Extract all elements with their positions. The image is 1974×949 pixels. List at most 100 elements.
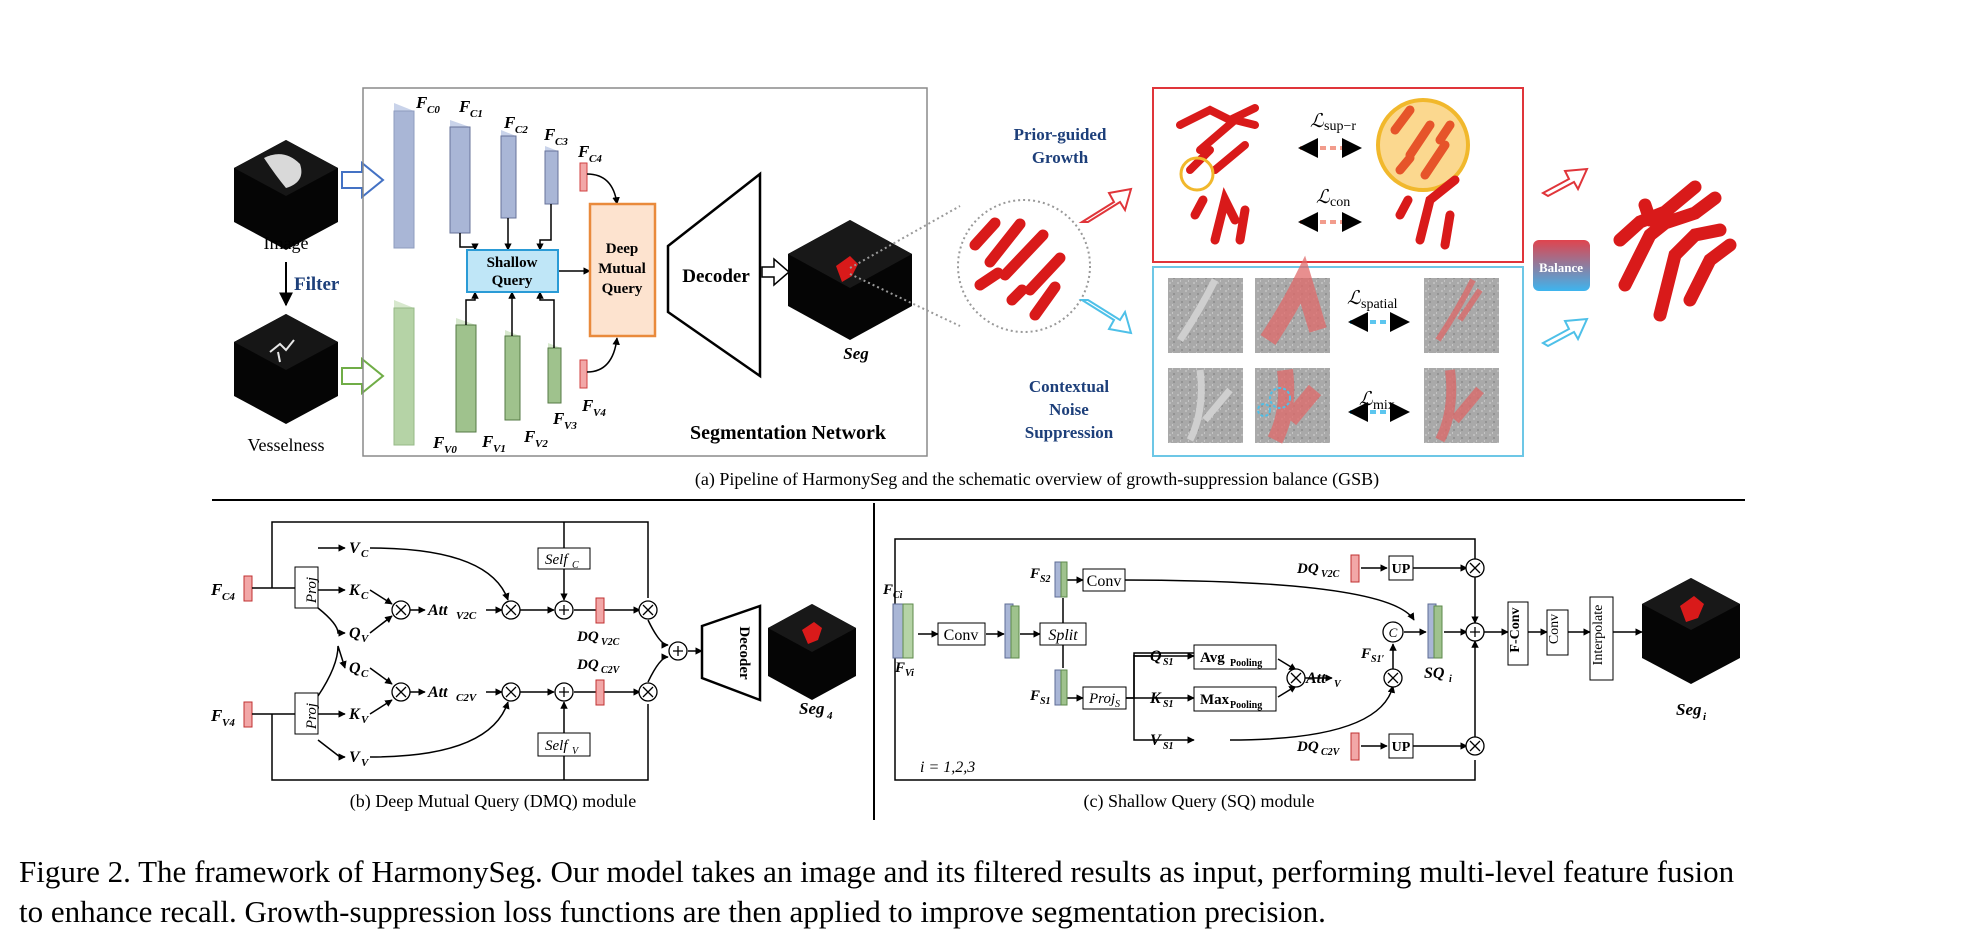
loss-con-sub: con	[1330, 195, 1350, 210]
svg-text:V: V	[349, 540, 361, 557]
sq-up-v2c-label: UP	[1392, 562, 1411, 577]
balance-label: Balance	[1539, 260, 1583, 275]
svg-text:V: V	[361, 757, 370, 769]
dmq-fv4-label: F	[210, 706, 223, 725]
att-v2c-label: Att	[427, 602, 448, 619]
svg-text:S2: S2	[1040, 574, 1051, 585]
svg-text:V2: V2	[535, 438, 548, 450]
svg-text:V: V	[1150, 732, 1162, 749]
svg-text:C4: C4	[222, 591, 235, 603]
svg-text:C1: C1	[470, 108, 483, 120]
dq-c2v-label: DQ	[576, 657, 599, 673]
svg-text:C: C	[361, 548, 369, 560]
sq-dq-v2c-feature	[1350, 554, 1360, 583]
noise-suppression-label-2: Noise	[1049, 400, 1089, 419]
svg-text:C2V: C2V	[601, 665, 621, 676]
dmq-op-symbols	[395, 604, 683, 698]
proj-v-label: Proj	[304, 703, 320, 730]
self-c-label: Self	[545, 552, 569, 568]
decoder-trapezoid	[666, 171, 762, 379]
sq-connections	[894, 538, 1643, 781]
noise-suppression-label-1: Contextual	[1029, 377, 1110, 396]
noise-suppression-label-3: Suppression	[1025, 423, 1114, 442]
svg-text:F: F	[432, 433, 445, 452]
sq-i-label: SQ	[1424, 665, 1445, 682]
sq-dq-c2v-label: DQ	[1296, 739, 1319, 755]
dq-v2c-feature	[595, 597, 605, 624]
loss-mix-sub: mix	[1373, 398, 1395, 413]
panel-a-caption: (a) Pipeline of HarmonySeg and the schem…	[695, 469, 1379, 490]
avg-pooling-box	[1193, 644, 1277, 670]
seg-cube	[788, 220, 912, 340]
zoomed-vessel	[969, 217, 1066, 321]
dmq-decoder	[700, 604, 762, 702]
shallow-query-links	[459, 173, 620, 373]
sq-dq-c2v-feature	[1350, 732, 1360, 761]
svg-text:F: F	[503, 113, 516, 132]
sq-f-ci-label: F	[882, 582, 893, 598]
decoder-to-seg-arrow	[761, 257, 791, 287]
svg-text:V: V	[349, 749, 361, 766]
sq-conv3-label: Conv	[1547, 614, 1562, 644]
sq-concat-symbol: C	[1389, 625, 1398, 640]
svg-text:i: i	[1703, 711, 1707, 723]
svg-text:C2V: C2V	[1321, 747, 1341, 758]
figure-caption-line-2: to enhance recall. Growth-suppression lo…	[19, 894, 1326, 929]
svg-text:C0: C0	[427, 104, 440, 116]
svg-text:Q: Q	[349, 660, 361, 677]
svg-text:C2V: C2V	[456, 692, 478, 704]
svg-text:Q: Q	[1150, 648, 1162, 665]
svg-text:V4: V4	[593, 407, 606, 419]
prior-growth-label-1: Prior-guided	[1014, 125, 1107, 144]
dmq-fc4-feature	[243, 575, 253, 602]
figure-caption: Figure 2. The framework of HarmonySeg. O…	[19, 852, 1959, 932]
svg-text:V4: V4	[222, 717, 235, 729]
sq-i-feature	[1433, 605, 1443, 659]
shallow-query-label-2: Query	[492, 273, 533, 289]
sq-f-s1-label: F	[1029, 688, 1040, 704]
sq-f-s2-feature	[1060, 561, 1068, 598]
seg-label: Seg	[843, 344, 869, 363]
image-label: Image	[264, 233, 309, 253]
growth-branch-arrow	[1078, 187, 1133, 223]
self-v-box	[537, 732, 591, 757]
sq-up-c2v-box	[1388, 733, 1414, 759]
sq-conv-box	[937, 622, 986, 646]
loss-spatial-sub: spatial	[1361, 297, 1398, 312]
panel-c-caption: (c) Shallow Query (SQ) module	[1084, 791, 1315, 812]
vesselness-label: Vesselness	[248, 435, 325, 455]
svg-text:V2C: V2C	[601, 637, 620, 648]
sq-split-label: Split	[1048, 627, 1078, 644]
dq-v2c-label: DQ	[576, 629, 599, 645]
sq-f-s1p-label: F	[1360, 646, 1371, 662]
sq-f-vi-feature	[902, 603, 914, 659]
sq-up-c2v-label: UP	[1392, 740, 1411, 755]
suppression-to-balance-arrow	[1540, 317, 1589, 348]
svg-text:C: C	[361, 668, 369, 680]
dmq-connections	[252, 521, 703, 781]
svg-text:V: V	[361, 633, 370, 645]
shallow-query-box	[466, 249, 559, 293]
sq-conv2-label: Conv	[1087, 573, 1122, 590]
dmq-decoder-label: Decoder	[736, 626, 752, 680]
growth-to-balance-arrow	[1540, 167, 1589, 198]
sq-proj-s-box	[1082, 686, 1127, 710]
vesselness-cube	[234, 314, 338, 424]
balance-box	[1533, 240, 1590, 291]
prior-growth-label-2: Growth	[1032, 148, 1089, 167]
self-v-label: Self	[545, 738, 569, 754]
segmentation-network-title: Segmentation Network	[690, 422, 887, 444]
svg-text:S1: S1	[1040, 696, 1051, 707]
sq-f-ci-feature	[892, 603, 904, 659]
seg-i-cube	[1642, 578, 1740, 684]
sq-conv2-box	[1082, 568, 1126, 592]
svg-text:V2C: V2C	[456, 610, 477, 622]
f-conv-label: F-Conv	[1508, 607, 1523, 652]
sq-conv-feature	[1010, 605, 1020, 659]
svg-text:V2C: V2C	[1321, 569, 1340, 580]
deep-mutual-query-box	[588, 202, 657, 338]
